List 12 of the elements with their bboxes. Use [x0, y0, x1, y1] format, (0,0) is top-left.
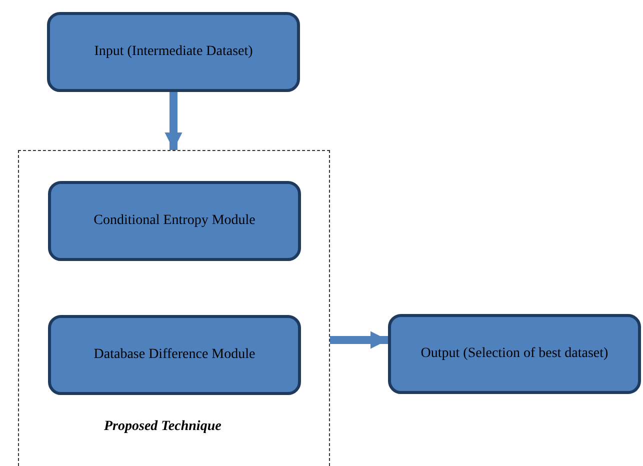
arrow	[330, 331, 388, 349]
dashed-group-box	[18, 150, 330, 466]
box-label: Conditional Entropy Module	[92, 212, 256, 230]
box-label: Output (Selection of best dataset)	[420, 345, 610, 363]
arrow	[164, 92, 182, 150]
box-label: Database Difference Module	[92, 346, 256, 364]
box-label: Input (Intermediate Dataset)	[93, 43, 254, 61]
process-box	[388, 314, 641, 394]
process-box	[48, 181, 301, 261]
process-box	[47, 12, 300, 92]
group-caption: Proposed Technique	[104, 419, 222, 435]
process-box	[48, 315, 301, 395]
